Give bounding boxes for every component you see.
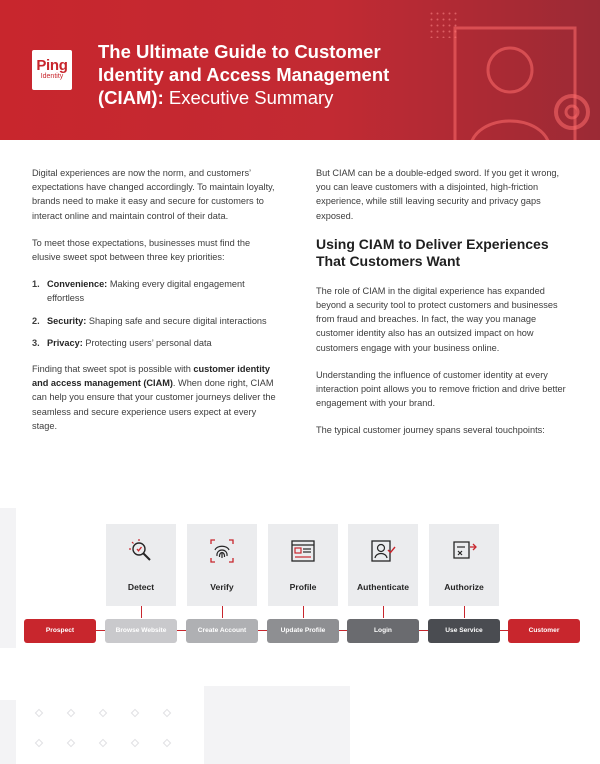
priorities-list: 1. Convenience: Making every digital eng… xyxy=(32,277,280,350)
priority-text: Shaping safe and secure digital interact… xyxy=(88,315,267,326)
intro-paragraph: Digital experiences are now the norm, an… xyxy=(32,168,275,221)
priority-text: Making every digital engagement effortle… xyxy=(47,279,245,304)
stage-verify: Verify xyxy=(187,524,257,606)
stage-label: Profile xyxy=(289,582,317,592)
profile-card-icon xyxy=(291,540,315,562)
page-title: The Ultimate Guide to Customer Identity … xyxy=(98,40,428,109)
diamond-shape xyxy=(66,708,76,718)
priority-term: Convenience: xyxy=(47,279,108,290)
user-check-icon xyxy=(371,540,396,562)
diamond-shape xyxy=(66,738,76,748)
connector-line xyxy=(303,606,304,618)
connector-line xyxy=(383,606,384,618)
step-create-account: Create Account xyxy=(186,619,258,643)
logo-subword: Identity xyxy=(40,73,64,80)
logo-word: Ping xyxy=(36,57,68,74)
title-bold: The Ultimate Guide to Customer Identity … xyxy=(98,41,390,108)
background-square xyxy=(0,700,16,764)
stage-label: Authorize xyxy=(444,582,484,592)
connector-line xyxy=(141,606,142,618)
stage-authorize: Authorize xyxy=(429,524,499,606)
step-prospect: Prospect xyxy=(24,619,96,643)
diamond-shape xyxy=(130,738,140,748)
diamond-shape xyxy=(98,708,108,718)
ciam-paragraph: Finding that sweet spot is possible with… xyxy=(32,362,280,433)
priority-number: 3. xyxy=(32,337,40,348)
role-paragraph: The role of CIAM in the digital experien… xyxy=(316,285,558,353)
connector-line xyxy=(464,606,465,618)
diamond-shape xyxy=(34,708,44,718)
priority-term: Security: xyxy=(47,315,87,326)
priority-item: 3. Privacy: Protecting users’ personal d… xyxy=(32,336,280,350)
step-customer: Customer xyxy=(508,619,580,643)
ciam-text-start: Finding that sweet spot is possible with xyxy=(32,364,191,375)
connector-line xyxy=(222,606,223,618)
diamond-shape xyxy=(162,738,172,748)
detect-magnifier-icon xyxy=(129,539,151,561)
priority-item: 2. Security: Shaping safe and secure dig… xyxy=(32,314,280,328)
section-heading: Using CIAM to Deliver Experiences That C… xyxy=(316,235,549,269)
touchpoints-paragraph: The typical customer journey spans sever… xyxy=(316,425,545,436)
stage-profile: Profile xyxy=(268,524,338,606)
stage-detect: Detect xyxy=(106,524,176,606)
diamond-shape xyxy=(98,738,108,748)
double-edged-paragraph: But CIAM can be a double-edged sword. If… xyxy=(316,168,560,221)
step-use-service: Use Service xyxy=(428,619,500,643)
header-decoration-icons xyxy=(430,12,590,140)
diamond-shape xyxy=(34,738,44,748)
stage-label: Authenticate xyxy=(356,582,410,592)
priority-number: 2. xyxy=(32,315,40,326)
ciam-text-bold: customer identity and access management … xyxy=(32,364,270,389)
step-update-profile: Update Profile xyxy=(267,619,339,643)
stage-authenticate: Authenticate xyxy=(348,524,418,606)
left-column: Digital experiences are now the norm, an… xyxy=(32,166,280,446)
diamond-shape xyxy=(130,708,140,718)
key-arrow-icon xyxy=(453,541,477,559)
diamond-shape xyxy=(162,708,172,718)
stage-label: Verify xyxy=(210,582,234,592)
priority-term: Privacy: xyxy=(47,337,83,348)
stage-label: Detect xyxy=(127,582,155,592)
priority-item: 1. Convenience: Making every digital eng… xyxy=(32,277,280,305)
step-browse-website: Browse Website xyxy=(105,619,177,643)
right-column: But CIAM can be a double-edged sword. If… xyxy=(316,166,572,451)
header-banner: Ping Identity The Ultimate Guide to Cust… xyxy=(0,0,600,140)
influence-paragraph: Understanding the influence of customer … xyxy=(316,369,566,409)
ping-identity-logo: Ping Identity xyxy=(32,50,72,90)
ciam-text-end: . When done right, CIAM can help you ens… xyxy=(32,378,276,431)
background-square xyxy=(204,686,350,764)
priorities-intro: To meet those expectations, businesses m… xyxy=(32,237,251,263)
priority-text: Protecting users’ personal data xyxy=(85,337,212,348)
background-square xyxy=(0,508,16,648)
title-light: Executive Summary xyxy=(168,87,334,108)
priority-number: 1. xyxy=(32,279,40,290)
step-login: Login xyxy=(347,619,419,643)
fingerprint-icon xyxy=(210,539,234,563)
